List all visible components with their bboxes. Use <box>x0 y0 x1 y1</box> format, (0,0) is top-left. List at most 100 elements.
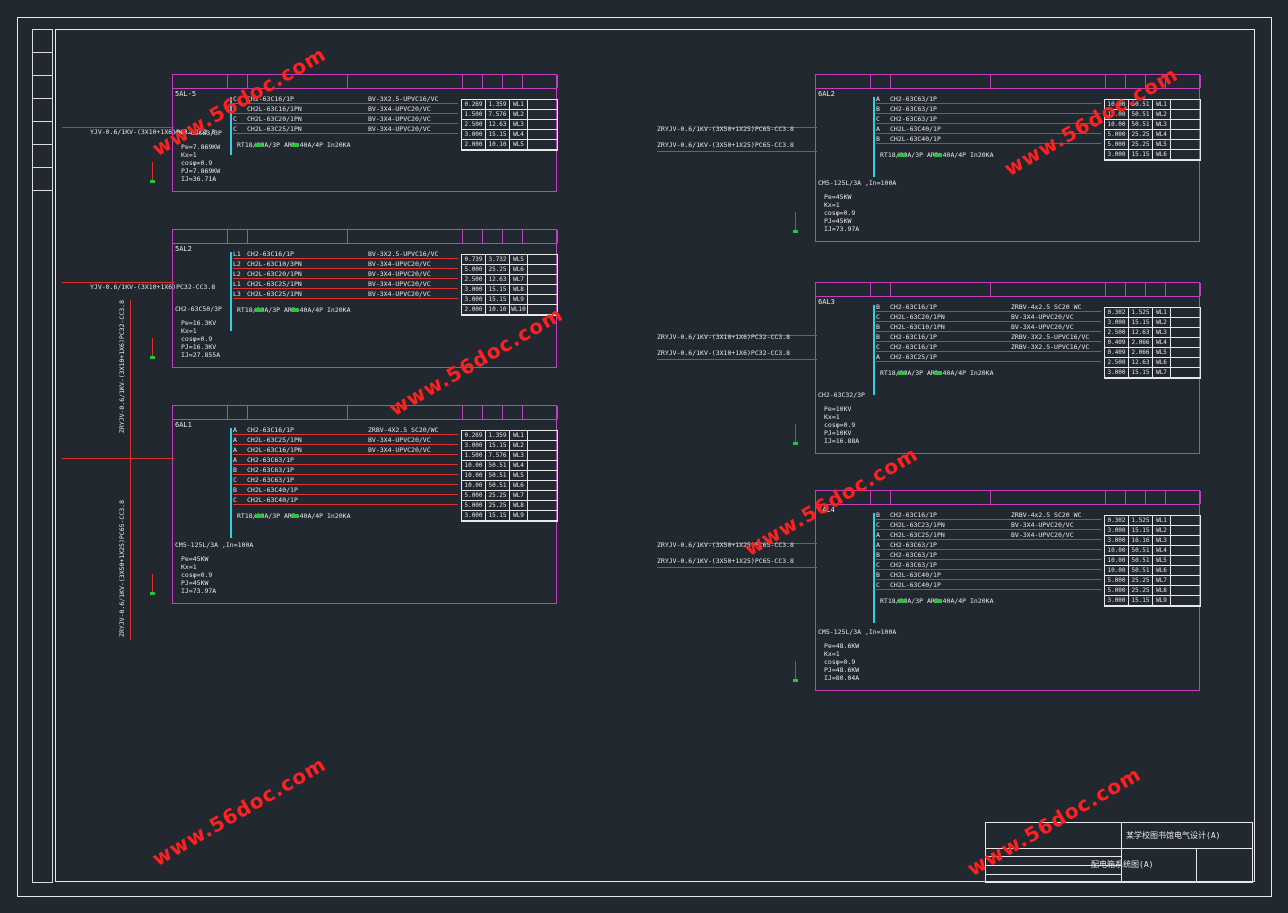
table-cell <box>1171 318 1201 327</box>
table-cell: 5.000 <box>1105 140 1129 149</box>
table-cell: 2.500 <box>462 275 486 284</box>
ground-icon <box>150 180 155 183</box>
circuit-phase: C <box>876 561 880 569</box>
incoming-feeder <box>705 127 817 128</box>
table-cell: 16.16 <box>1129 536 1153 545</box>
circuit-breaker: CH2-63C16/1P <box>890 343 937 351</box>
circuit-wire: BV-3X4-UPVC20/VC <box>368 260 431 268</box>
table-cell: 10.00 <box>1105 100 1129 109</box>
calc-line: PJ=48.6KW <box>824 666 860 674</box>
table-cell: 12.63 <box>486 275 510 284</box>
table-cell: 15.15 <box>486 130 510 139</box>
table-cell <box>528 481 558 490</box>
table-cell: 5.000 <box>462 501 486 510</box>
table-cell: 1.359 <box>486 100 510 109</box>
table-cell: 50.51 <box>486 471 510 480</box>
circuit-phase: B <box>876 551 880 559</box>
circuit-line <box>233 454 458 455</box>
table-cell: 0.409 <box>1105 338 1129 347</box>
circuit-breaker: CH2-63C63/1P <box>890 541 937 549</box>
table-cell: 15.15 <box>1129 526 1153 535</box>
circuit-breaker: CH2L-63C20/1PN <box>890 313 945 321</box>
table-cell <box>528 471 558 480</box>
table-cell <box>1171 556 1201 565</box>
table-cell: 15.15 <box>1129 596 1153 605</box>
table-cell <box>1171 368 1201 377</box>
table-cell: 12.63 <box>1129 328 1153 337</box>
circuit-line <box>233 113 458 114</box>
feeder-cable-label: ZRYJV-0.6/1KV-(3X10+1X6)PC32-CC3.8 <box>657 349 791 357</box>
circuit-line <box>233 258 458 259</box>
table-cell: 2.066 <box>1129 338 1153 347</box>
circuit-breaker: CH2L-63C40/1P <box>890 125 941 133</box>
circuit-line <box>233 133 458 134</box>
table-cell: WL1 <box>1153 308 1171 317</box>
table-cell: WL8 <box>1153 586 1171 595</box>
bus-bar <box>230 252 232 331</box>
project-title: 某学校图书馆电气设计(A) <box>1126 831 1221 840</box>
rcd-icon <box>934 371 942 375</box>
table-cell: 3.000 <box>1105 318 1129 327</box>
table-cell: 15.15 <box>486 441 510 450</box>
table-cell: 2.000 <box>462 140 486 149</box>
table-cell: WL5 <box>510 471 528 480</box>
circuit-phase: A <box>876 125 880 133</box>
ground-icon <box>150 356 155 359</box>
table-cell <box>1171 358 1201 367</box>
table-cell: WL5 <box>510 140 528 149</box>
ground-line <box>795 212 796 230</box>
panel-header <box>816 75 1201 89</box>
table-cell: 1.359 <box>486 431 510 440</box>
circuit-line <box>876 321 1101 322</box>
calc-line: IJ=27.855A <box>181 351 221 359</box>
circuit-line <box>233 278 458 279</box>
calc-line: Kx=1 <box>824 201 840 209</box>
table-cell: WL2 <box>510 441 528 450</box>
ground-line <box>152 338 153 356</box>
table-cell <box>528 461 558 470</box>
table-cell: 2.500 <box>1105 358 1129 367</box>
table-cell: 10.00 <box>462 471 486 480</box>
circuit-line <box>233 484 458 485</box>
calc-line: PJ=10KV <box>824 429 852 437</box>
circuit-breaker: CH2L-63C23/1PN <box>890 521 945 529</box>
circuit-phase: C <box>233 95 237 103</box>
circuit-wire: BV-3X4-UPVC20/VC <box>368 446 431 454</box>
circuit-line <box>876 123 1101 124</box>
circuit-wire: ZRBV-3X2.5-UPVC16/VC <box>1011 333 1090 341</box>
circuit-line <box>876 539 1101 540</box>
calc-line: cosφ=0.9 <box>824 421 856 429</box>
calc-line: cosφ=0.9 <box>181 335 213 343</box>
circuit-phase: A <box>876 95 880 103</box>
ground-icon <box>150 592 155 595</box>
circuit-breaker: CH2-63C63/1P <box>247 466 294 474</box>
table-cell: WL6 <box>1153 566 1171 575</box>
incoming-feeder <box>62 282 174 283</box>
circuit-line <box>233 288 458 289</box>
panel-header <box>173 230 558 244</box>
table-cell: 50.51 <box>1129 556 1153 565</box>
table-cell: 12.63 <box>486 120 510 129</box>
table-cell: WL4 <box>1153 546 1171 555</box>
circuit-wire: BV-3X4-UPVC20/VC <box>368 125 431 133</box>
table-cell: WL1 <box>1153 516 1171 525</box>
table-cell: WL6 <box>1153 358 1171 367</box>
rcd-icon <box>291 308 299 312</box>
feeder-cable-label: YJV-0.6/1KV-(3X10+1X6)PC32-CC3.8 <box>90 128 216 136</box>
circuit-wire: BV-3X4-UPVC20/VC <box>1011 521 1074 529</box>
panel-name: 5AL-5 <box>175 90 197 98</box>
main-breaker-label: CM5-125L/3A ,In=100A <box>175 541 254 549</box>
table-cell <box>528 511 558 520</box>
fuse-icon <box>898 599 906 603</box>
table-cell: 2.500 <box>1105 328 1129 337</box>
circuit-phase: L1 <box>233 250 241 258</box>
